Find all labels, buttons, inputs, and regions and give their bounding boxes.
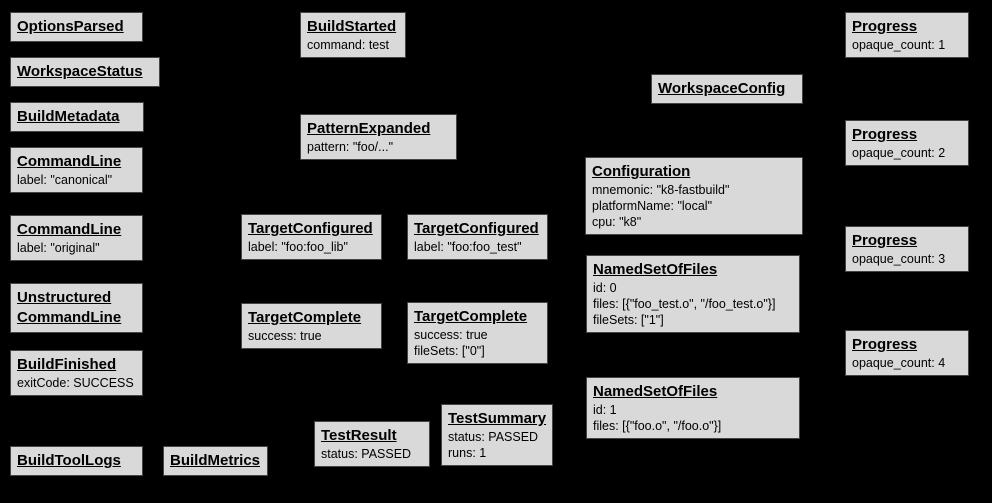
node-test-summary: TestSummary status: PASSED runs: 1 xyxy=(441,404,553,466)
node-attr: label: "foo:foo_test" xyxy=(414,240,522,254)
node-command-line-canonical: CommandLine label: "canonical" xyxy=(10,147,143,193)
node-target-complete-foo-lib: TargetComplete success: true xyxy=(241,303,382,349)
node-named-set-of-files-0: NamedSetOfFiles id: 0 files: [{"foo_test… xyxy=(586,255,800,333)
node-title: Unstructured CommandLine xyxy=(17,289,122,326)
node-title: NamedSetOfFiles xyxy=(593,261,718,278)
node-attr: opaque_count: 1 xyxy=(852,38,946,52)
node-progress-2: Progress opaque_count: 2 xyxy=(845,120,969,166)
node-title: BuildStarted xyxy=(307,18,397,35)
node-attr: fileSets: ["0"] xyxy=(414,344,485,358)
node-attr: opaque_count: 3 xyxy=(852,252,946,266)
node-attr: status: PASSED xyxy=(448,430,539,444)
node-title: Progress xyxy=(852,126,918,143)
node-attr: id: 1 xyxy=(593,403,617,417)
node-title: Progress xyxy=(852,232,918,249)
node-workspace-status: WorkspaceStatus xyxy=(10,57,160,87)
node-title: WorkspaceConfig xyxy=(658,80,786,97)
node-command-line-original: CommandLine label: "original" xyxy=(10,215,143,261)
node-attr: status: PASSED xyxy=(321,447,412,461)
node-title: TargetComplete xyxy=(248,309,362,326)
node-build-tool-logs: BuildToolLogs xyxy=(10,446,143,476)
node-attr: cpu: "k8" xyxy=(592,215,642,229)
node-attr: success: true xyxy=(414,328,488,342)
node-progress-3: Progress opaque_count: 3 xyxy=(845,226,969,272)
node-attr: mnemonic: "k8-fastbuild" xyxy=(592,183,730,197)
node-title: BuildMetadata xyxy=(17,108,120,125)
node-title: TargetConfigured xyxy=(414,220,539,237)
node-options-parsed: OptionsParsed xyxy=(10,12,143,42)
node-pattern-expanded: PatternExpanded pattern: "foo/..." xyxy=(300,114,457,160)
node-title: BuildToolLogs xyxy=(17,452,121,469)
node-attr: fileSets: ["1"] xyxy=(593,313,664,327)
node-title: OptionsParsed xyxy=(17,18,124,35)
node-attr: label: "canonical" xyxy=(17,173,113,187)
node-attr: pattern: "foo/..." xyxy=(307,140,394,154)
node-named-set-of-files-1: NamedSetOfFiles id: 1 files: [{"foo.o", … xyxy=(586,377,800,439)
node-progress-1: Progress opaque_count: 1 xyxy=(845,12,969,58)
node-title: TestSummary xyxy=(448,410,547,427)
node-attr: id: 0 xyxy=(593,281,617,295)
node-title: NamedSetOfFiles xyxy=(593,383,718,400)
node-title: TargetComplete xyxy=(414,308,528,325)
node-title: Progress xyxy=(852,18,918,35)
node-title: WorkspaceStatus xyxy=(17,63,143,80)
node-build-metadata: BuildMetadata xyxy=(10,102,144,132)
node-title: Progress xyxy=(852,336,918,353)
node-configuration: Configuration mnemonic: "k8-fastbuild" p… xyxy=(585,157,803,235)
node-target-complete-foo-test: TargetComplete success: true fileSets: [… xyxy=(407,302,548,364)
node-attr: files: [{"foo.o", "/foo.o"}] xyxy=(593,419,722,433)
node-title: BuildFinished xyxy=(17,356,117,373)
node-unstructured-command-line: Unstructured CommandLine xyxy=(10,283,143,333)
node-attr: platformName: "local" xyxy=(592,199,713,213)
node-workspace-config: WorkspaceConfig xyxy=(651,74,803,104)
node-build-metrics: BuildMetrics xyxy=(163,446,268,476)
node-build-finished: BuildFinished exitCode: SUCCESS xyxy=(10,350,143,396)
node-attr: success: true xyxy=(248,329,322,343)
node-attr: label: "original" xyxy=(17,241,100,255)
node-target-configured-foo-test: TargetConfigured label: "foo:foo_test" xyxy=(407,214,548,260)
node-build-started: BuildStarted command: test xyxy=(300,12,406,58)
node-attr: opaque_count: 2 xyxy=(852,146,946,160)
node-attr: label: "foo:foo_lib" xyxy=(248,240,348,254)
node-title: Configuration xyxy=(592,163,691,180)
node-target-configured-foo-lib: TargetConfigured label: "foo:foo_lib" xyxy=(241,214,382,260)
node-title: CommandLine xyxy=(17,153,122,170)
node-title: TestResult xyxy=(321,427,397,444)
node-attr: opaque_count: 4 xyxy=(852,356,946,370)
node-test-result: TestResult status: PASSED xyxy=(314,421,430,467)
node-attr: files: [{"foo_test.o", "/foo_test.o"}] xyxy=(593,297,776,311)
node-attr: runs: 1 xyxy=(448,446,487,460)
node-title: BuildMetrics xyxy=(170,452,261,469)
node-title: CommandLine xyxy=(17,221,122,238)
node-progress-4: Progress opaque_count: 4 xyxy=(845,330,969,376)
node-attr: exitCode: SUCCESS xyxy=(17,376,134,390)
node-attr: command: test xyxy=(307,38,389,52)
node-title: TargetConfigured xyxy=(248,220,373,237)
node-title: PatternExpanded xyxy=(307,120,431,137)
